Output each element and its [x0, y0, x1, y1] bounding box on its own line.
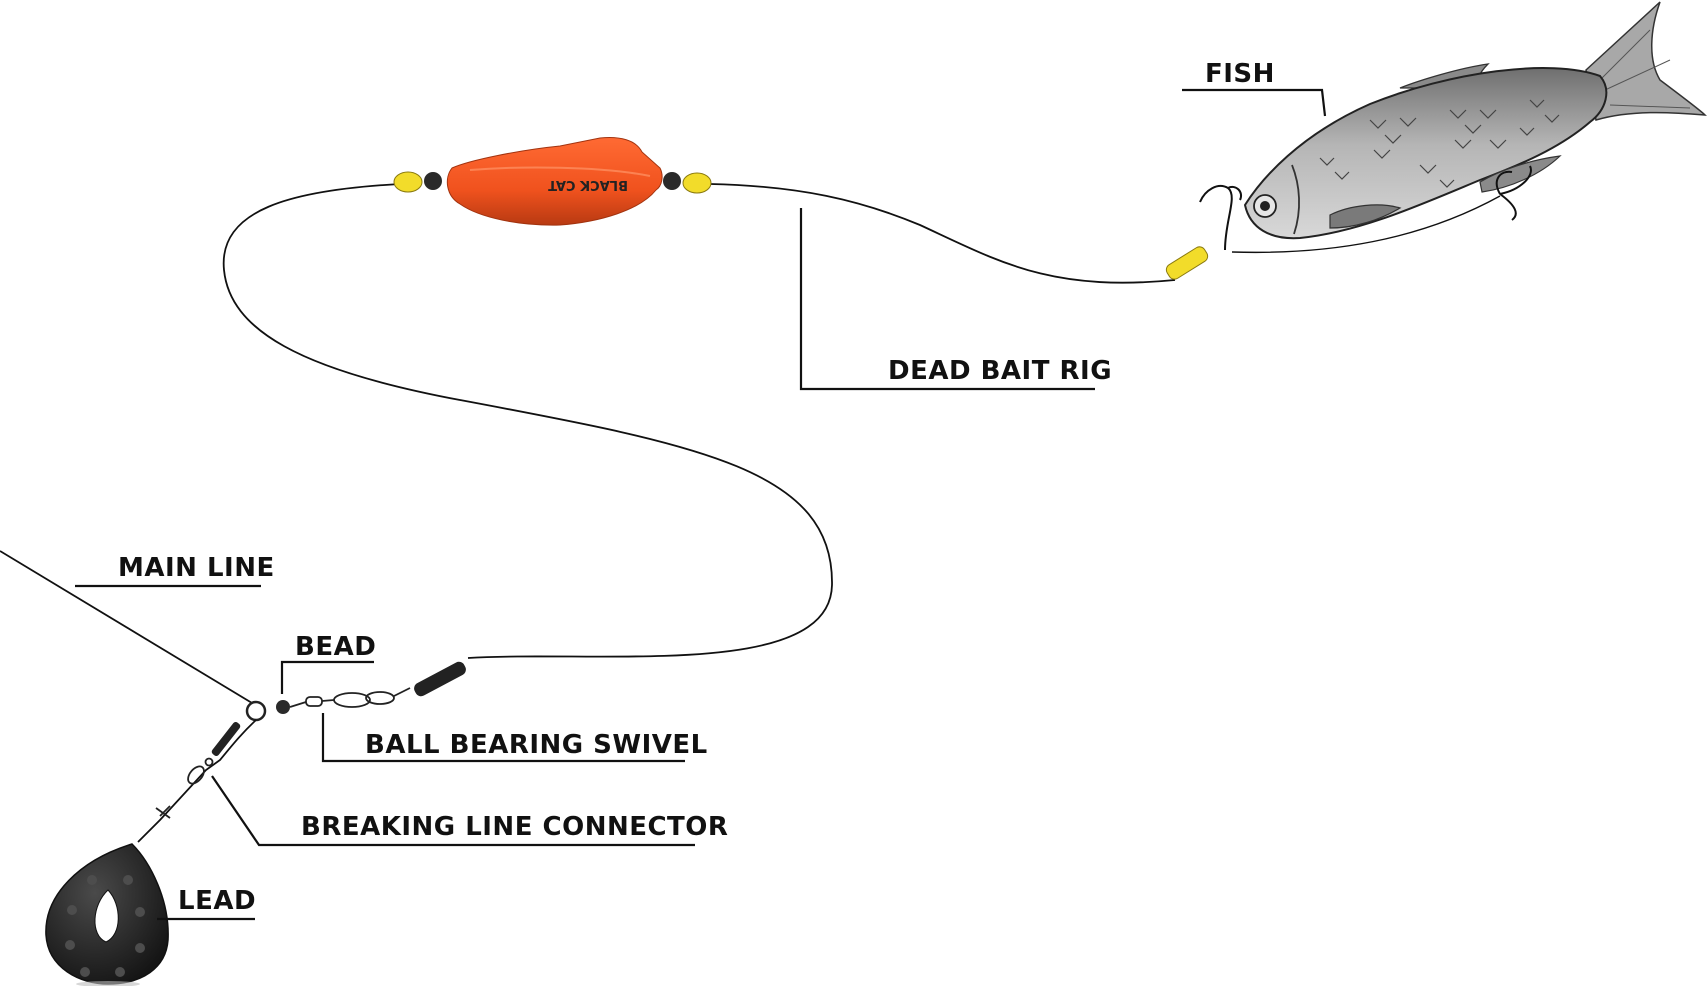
dead-bait-rig-line — [709, 183, 1176, 284]
breaking-line-connector — [155, 757, 214, 819]
lead-weight — [45, 843, 169, 986]
bead-leader — [280, 660, 374, 694]
yellow-bead — [393, 171, 423, 193]
black-bead — [663, 172, 681, 190]
lead-link — [137, 719, 257, 843]
breaking-line-connector-leader — [211, 775, 695, 847]
connector-ring — [245, 700, 267, 722]
dead-bait-rig-leader — [799, 208, 1095, 391]
black-bead — [424, 172, 442, 190]
float: BLACK CAT — [446, 137, 663, 226]
breaking-line-connector-label: BREAKING LINE CONNECTOR — [301, 812, 728, 842]
front-hook — [1199, 184, 1242, 251]
ball-bearing-swivel — [289, 687, 411, 708]
yellow-sleeve — [1165, 246, 1209, 280]
fish-leader — [1182, 88, 1327, 117]
yellow-bead — [682, 172, 712, 194]
fish-label: FISH — [1205, 59, 1275, 89]
treble-hook — [1495, 165, 1532, 221]
link-sleeve — [211, 721, 241, 757]
float-brand: BLACK CAT — [548, 177, 628, 192]
swivel-sleeve — [414, 661, 466, 697]
main-line — [0, 550, 253, 704]
main-line-label: MAIN LINE — [118, 553, 275, 583]
rig-line — [222, 183, 833, 659]
fish — [1243, 1, 1707, 240]
ball-bearing-swivel-label: BALL BEARING SWIVEL — [365, 730, 708, 760]
ball-bearing-swivel-leader — [321, 713, 685, 763]
bead-label: BEAD — [295, 632, 376, 662]
bead — [276, 700, 290, 714]
trace-line — [1231, 195, 1501, 254]
lead-label: LEAD — [178, 886, 256, 916]
dead-bait-rig-label: DEAD BAIT RIG — [888, 356, 1112, 386]
